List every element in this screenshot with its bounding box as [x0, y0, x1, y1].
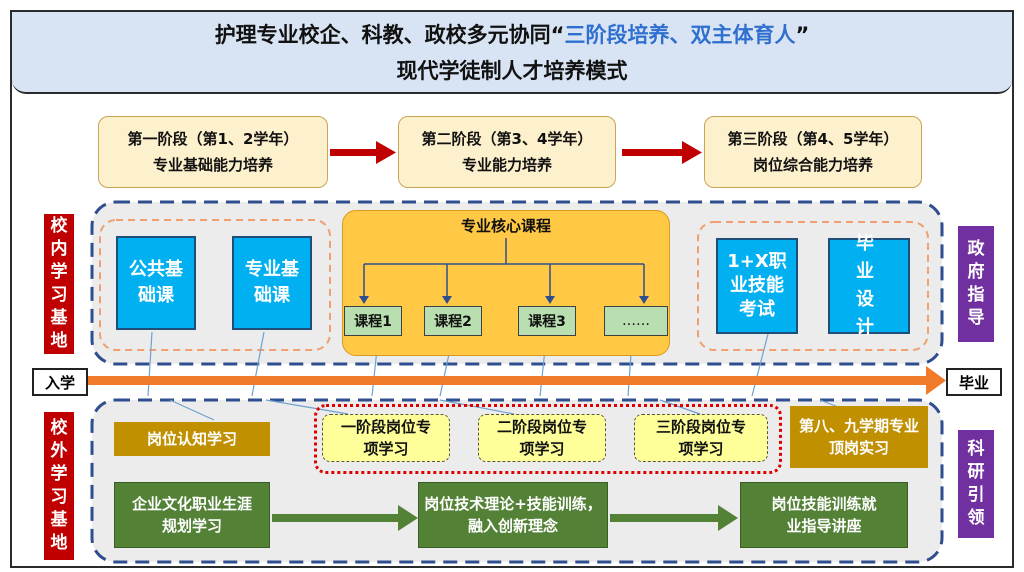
box-text: 专业基础课 — [245, 259, 299, 306]
box-text: 公共基础课 — [129, 259, 183, 306]
exam-design-group — [697, 221, 929, 351]
title-prefix: 护理专业校企、科教、政校多元协同“ — [214, 23, 565, 47]
label-research-leading: 科研引领 — [958, 430, 994, 538]
title-line2: 现代学徒制人才培养模式 — [396, 59, 628, 83]
core-course-title: 专业核心课程 — [460, 216, 551, 235]
stage-period: 第三阶段（第4、5学年） — [727, 130, 899, 148]
stage2-special-training: 二阶段岗位专项学习 — [478, 414, 606, 462]
pill-text: 三阶段岗位专项学习 — [656, 418, 747, 458]
stage1-special-training: 一阶段岗位专项学习 — [322, 414, 450, 462]
stage-arrow-2 — [622, 141, 702, 164]
box-text: 企业文化职业生涯规划学习 — [132, 495, 253, 535]
stage-focus: 专业基础能力培养 — [152, 156, 273, 174]
label-in-school-base: 校内学习基地 — [44, 214, 74, 354]
culture-career-learning: 企业文化职业生涯规划学习 — [114, 482, 270, 548]
label-text: 校外学习基地 — [50, 418, 68, 553]
label-text: 政府指导 — [967, 239, 985, 328]
title-banner: 护理专业校企、科教、政校多元协同“三阶段培养、双主体育人” 现代学徒制人才培养模… — [12, 12, 1012, 94]
box-text: 毕业设计 — [856, 233, 882, 338]
course-item: 课程1 — [344, 306, 402, 336]
course-item: …… — [604, 306, 668, 336]
flow-arrow-1 — [272, 505, 418, 531]
box-text: 第八、九学期专业顶岗实习 — [799, 417, 920, 457]
label-off-school-base: 校外学习基地 — [44, 412, 74, 560]
graduation-design-box: 毕业设计 — [828, 233, 910, 338]
stage-box-3: 第三阶段（第4、5学年） 岗位综合能力培养 — [704, 116, 922, 188]
stage-focus: 岗位综合能力培养 — [752, 156, 873, 174]
internship-box: 第八、九学期专业顶岗实习 — [790, 406, 928, 468]
box-text: 岗位技术理论+技能训练，融入创新理念 — [424, 495, 602, 535]
graduation-label: 毕业 — [946, 368, 1002, 396]
title-suffix: ” — [795, 23, 810, 47]
title-line1: 护理专业校企、科教、政校多元协同“三阶段培养、双主体育人” — [215, 19, 810, 49]
flow-arrow-2 — [610, 505, 738, 531]
stage-period: 第二阶段（第3、4学年） — [421, 130, 593, 148]
course-item: 课程2 — [424, 306, 482, 336]
theory-skill-training: 岗位技能训练就业指导讲座 岗位技术理论+技能训练，融入创新理念 — [418, 482, 608, 548]
pill-text: 一阶段岗位专项学习 — [341, 418, 432, 458]
timeline-arrow — [86, 366, 946, 395]
stage-box-1: 第一阶段（第1、2学年） 专业基础能力培养 — [98, 116, 328, 188]
label-text: 校内学习基地 — [50, 216, 68, 351]
connector-lines — [147, 331, 847, 421]
basic-course-group — [99, 219, 331, 351]
course-item: 课程3 — [518, 306, 576, 336]
diagram-frame — [10, 10, 1014, 568]
special-training-group — [314, 404, 782, 474]
enrollment-label: 入学 — [32, 368, 88, 396]
stage-focus: 专业能力培养 — [461, 156, 552, 174]
stage-period: 第一阶段（第1、2学年） — [127, 130, 299, 148]
position-cognition-learning: 岗位认知学习 — [114, 422, 270, 456]
box-text: 1+X职业技能考试 — [727, 251, 787, 320]
box-text: 岗位技能训练就业指导讲座 — [771, 495, 877, 535]
public-basic-course: 公共基础课 — [116, 236, 196, 330]
stage3-special-training: 三阶段岗位专项学习 — [634, 414, 768, 462]
label-government-guidance: 政府指导 — [958, 226, 994, 342]
title-highlight: 三阶段培养、双主体育人 — [564, 23, 796, 47]
stage-box-2: 第二阶段（第3、4学年） 专业能力培养 — [398, 116, 616, 188]
label-text: 科研引领 — [967, 439, 985, 528]
stage-arrow-1 — [330, 141, 396, 164]
cert-exam-box: 1+X职业技能考试 — [716, 238, 798, 334]
pill-text: 二阶段岗位专项学习 — [497, 418, 588, 458]
employment-guidance-box: 岗位技能训练就业指导讲座 — [740, 482, 908, 548]
major-basic-course: 专业基础课 — [232, 236, 312, 330]
